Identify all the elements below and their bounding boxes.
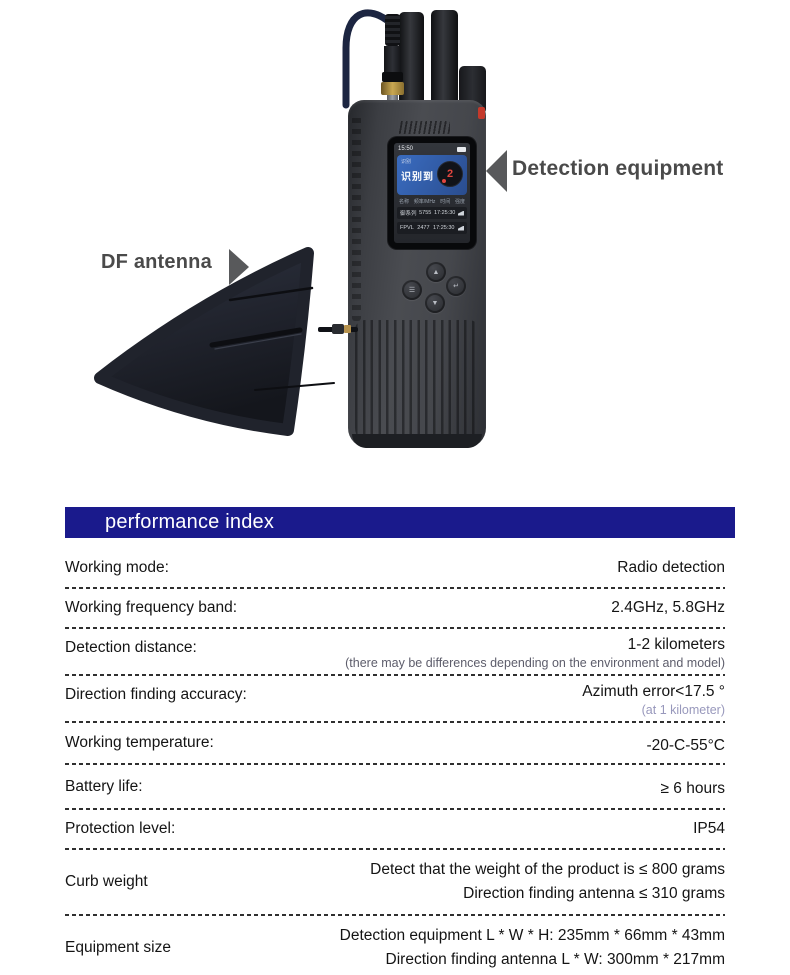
spec-value: 2.4GHz, 5.8GHz	[611, 599, 725, 616]
spec-value: Direction finding antenna ≤ 310 grams	[463, 885, 725, 902]
detection-equipment-label: Detection equipment	[512, 157, 724, 180]
spec-row-working-mode: Working mode: Radio detection	[65, 544, 725, 587]
spec-value: 1-2 kilometers	[627, 636, 725, 653]
spec-label: Detection distance:	[65, 639, 197, 656]
spec-value: ≥ 6 hours	[660, 780, 725, 797]
spec-row-working-temperature: Working temperature: -20-C-55°C	[65, 723, 725, 763]
divider	[65, 763, 725, 765]
divider	[65, 914, 725, 916]
spec-row-equipment-size: Equipment size Detection equipment L * W…	[65, 916, 725, 975]
antenna-left	[399, 12, 424, 112]
spec-row-df-accuracy: Direction finding accuracy: Azimuth erro…	[65, 676, 725, 721]
spec-label: Curb weight	[65, 873, 148, 890]
cable-connector	[332, 324, 344, 334]
df-antenna-arrow-icon	[229, 249, 249, 285]
spec-label: Battery life:	[65, 777, 143, 795]
spec-label: Equipment size	[65, 939, 171, 956]
spec-value: Azimuth error<17.5 °	[582, 683, 725, 700]
down-arrow-button: ▼	[425, 293, 445, 313]
spec-value: IP54	[693, 820, 725, 837]
speaker-grille	[398, 121, 450, 134]
screen-detection-row: 御系列 5755 17:25:30	[397, 207, 467, 219]
detection-card-subtitle: 识别	[401, 159, 412, 165]
detection-count-badge: 2	[437, 161, 463, 187]
sma-connector-brass-nut	[381, 82, 404, 95]
detection-equipment-arrow-icon	[486, 150, 507, 192]
battery-icon	[457, 146, 466, 152]
section-title: performance index	[65, 507, 735, 538]
divider	[65, 721, 725, 723]
cable-connector-brass	[344, 325, 351, 333]
spec-label: Direction finding accuracy:	[65, 686, 247, 703]
signal-strength-icon	[457, 210, 464, 216]
screen-detection-row: FPVL 2477 17:25:30	[397, 222, 467, 234]
coax-cable	[342, 9, 396, 109]
sma-connector-plug	[385, 14, 400, 46]
screen-table-header: 名称 频率/MHz 时间 强度	[399, 199, 465, 205]
sma-connector-body	[384, 46, 401, 72]
spec-label: Working frequency band:	[65, 599, 238, 616]
badge-red-dot-icon	[442, 179, 446, 183]
spec-label: Protection level:	[65, 820, 176, 837]
df-antenna-label: DF antenna	[101, 251, 212, 273]
performance-section: performance index Working mode: Radio de…	[65, 507, 735, 975]
side-vents	[352, 116, 361, 321]
detection-card: 识别 识别到 2	[397, 155, 467, 195]
up-arrow-button: ▲	[426, 262, 446, 282]
spec-value: Detection equipment L * W * H: 235mm * 6…	[339, 927, 725, 944]
red-accent	[478, 107, 485, 119]
sma-connector-shoulder	[382, 72, 403, 82]
spec-row-detection-distance: Detection distance: 1-2 kilometers (ther…	[65, 629, 725, 674]
spec-value: Detect that the weight of the product is…	[370, 861, 725, 878]
divider	[65, 627, 725, 629]
spec-row-protection-level: Protection level: IP54	[65, 810, 725, 848]
divider	[65, 674, 725, 676]
spec-note: (there may be differences depending on t…	[345, 656, 725, 670]
detection-card-title: 识别到	[401, 172, 434, 183]
spec-label: Working temperature:	[65, 734, 214, 751]
spec-note: (at 1 kilometer)	[641, 703, 725, 717]
spec-row-curb-weight: Curb weight Detect that the weight of th…	[65, 850, 725, 914]
grip-ribs	[355, 320, 479, 444]
device-screen: 15:50 识别 识别到 2 名称 频率/MHz 时间 强度 御系列 5755	[394, 143, 470, 243]
back-button: ↵	[446, 276, 466, 296]
spec-value: Direction finding antenna L * W: 300mm *…	[385, 951, 725, 968]
spec-value: Radio detection	[617, 559, 725, 576]
signal-strength-icon	[457, 225, 464, 231]
menu-button: ☰	[402, 280, 422, 300]
divider	[65, 808, 725, 810]
antenna-right	[431, 10, 458, 112]
device-base	[352, 434, 482, 448]
df-antenna	[94, 247, 335, 436]
screen-time: 15:50	[398, 146, 414, 152]
divider	[65, 848, 725, 850]
divider	[65, 587, 725, 589]
hero-product-image: 15:50 识别 识别到 2 名称 频率/MHz 时间 强度 御系列 5755	[94, 9, 724, 448]
spec-label: Working mode:	[65, 559, 169, 576]
spec-row-frequency-band: Working frequency band: 2.4GHz, 5.8GHz	[65, 589, 725, 627]
spec-table: Working mode: Radio detection Working fr…	[65, 544, 725, 975]
spec-row-battery-life: Battery life: ≥ 6 hours	[65, 765, 725, 808]
spec-value: -20-C-55°C	[646, 737, 725, 754]
